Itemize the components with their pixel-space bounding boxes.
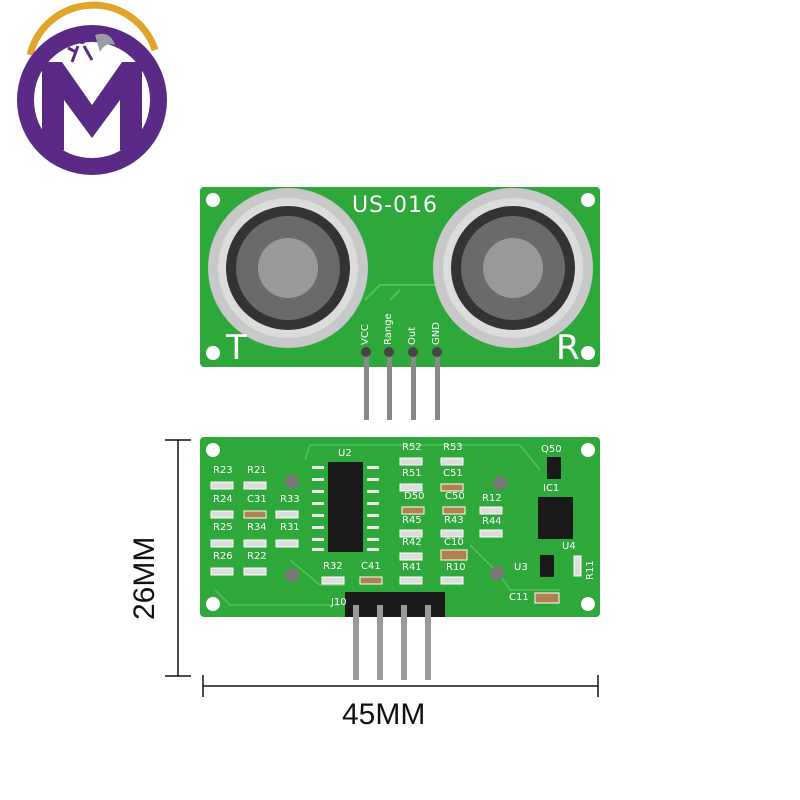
bottom-pcb bbox=[200, 437, 600, 680]
label-r24: R24 bbox=[213, 494, 233, 505]
dimension-lines bbox=[165, 439, 599, 697]
transmitter-label: T bbox=[226, 328, 247, 368]
pin-label-range: Range bbox=[383, 313, 394, 345]
label-c11: C11 bbox=[509, 592, 529, 603]
top-header-pins bbox=[361, 347, 442, 420]
label-r32: R32 bbox=[323, 561, 343, 572]
label-r44: R44 bbox=[482, 516, 502, 527]
transistor-q50 bbox=[547, 457, 561, 479]
label-r23: R23 bbox=[213, 465, 233, 476]
label-r53: R53 bbox=[443, 442, 463, 453]
label-r12: R12 bbox=[482, 493, 502, 504]
ic-u3 bbox=[540, 555, 554, 577]
label-j10: J10 bbox=[331, 597, 347, 608]
pin-label-out: Out bbox=[407, 326, 418, 345]
transmitter-sensor bbox=[208, 188, 368, 348]
ic-ic1 bbox=[538, 497, 573, 539]
width-dimension-label: 45MM bbox=[342, 698, 426, 731]
label-c41: C41 bbox=[361, 561, 381, 572]
label-r31: R31 bbox=[280, 522, 300, 533]
label-r22: R22 bbox=[247, 551, 267, 562]
label-r34: R34 bbox=[247, 522, 267, 533]
top-pcb bbox=[200, 187, 600, 420]
label-r51: R51 bbox=[402, 468, 422, 479]
label-c51: C51 bbox=[443, 468, 463, 479]
ic-u2 bbox=[328, 462, 363, 552]
label-c50: C50 bbox=[445, 491, 465, 502]
label-r25: R25 bbox=[213, 522, 233, 533]
label-r52: R52 bbox=[402, 442, 422, 453]
label-q50: Q50 bbox=[541, 444, 562, 455]
pin-label-vcc: VCC bbox=[360, 324, 371, 345]
label-ic1: IC1 bbox=[543, 483, 560, 494]
label-r33: R33 bbox=[280, 494, 300, 505]
receiver-sensor bbox=[433, 188, 593, 348]
label-c10: C10 bbox=[444, 537, 464, 548]
model-name: US-016 bbox=[352, 193, 438, 218]
receiver-label: R bbox=[556, 328, 580, 368]
label-r43: R43 bbox=[444, 515, 464, 526]
brand-logo bbox=[17, 1, 167, 175]
bottom-header bbox=[345, 592, 445, 680]
label-c31: C31 bbox=[247, 494, 267, 505]
label-d50: D50 bbox=[404, 491, 425, 502]
label-r41: R41 bbox=[402, 562, 422, 573]
label-u3: U3 bbox=[514, 562, 528, 573]
pin-label-gnd: GND bbox=[431, 322, 442, 345]
label-r45: R45 bbox=[402, 515, 422, 526]
label-u4: U4 bbox=[562, 541, 576, 552]
label-r11: R11 bbox=[585, 560, 596, 580]
label-r10: R10 bbox=[446, 562, 466, 573]
label-r26: R26 bbox=[213, 551, 233, 562]
label-r42: R42 bbox=[402, 537, 422, 548]
label-u2: U2 bbox=[338, 448, 352, 459]
label-r21: R21 bbox=[247, 465, 267, 476]
height-dimension-label: 26MM bbox=[128, 536, 161, 620]
